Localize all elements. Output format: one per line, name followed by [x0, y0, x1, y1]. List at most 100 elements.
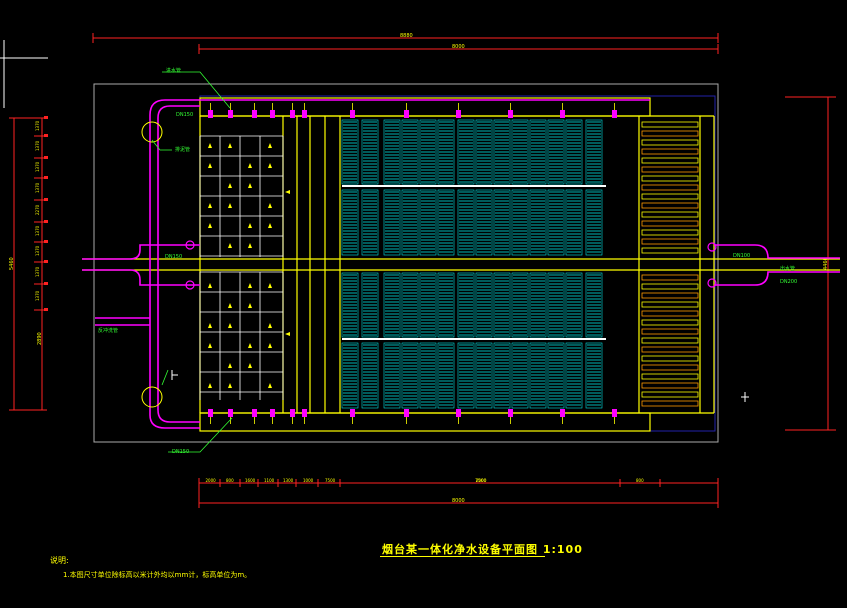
dim-segment-label: 2000: [206, 478, 217, 483]
media-block: [341, 272, 359, 338]
media-block: [383, 189, 401, 256]
nozzle: [302, 110, 307, 118]
nozzle: [290, 110, 295, 118]
flow-arrow: [208, 343, 212, 348]
media-block: [401, 119, 419, 185]
nozzle: [290, 409, 295, 417]
media-block: [529, 272, 547, 338]
note-1: 1.本图尺寸单位除标高以米计外均以mm计，标高单位为m。: [63, 571, 252, 579]
dimension-top: [92, 33, 719, 54]
media-block: [511, 189, 529, 256]
notes-heading: 说明:: [50, 556, 69, 565]
media-block: [493, 342, 511, 409]
media-block: [361, 342, 379, 409]
nozzle: [228, 110, 233, 118]
media-block: [361, 189, 379, 256]
filter-bar: [641, 148, 699, 155]
dim-inner-top: 8000: [452, 44, 465, 50]
media-block: [565, 272, 583, 338]
flow-arrow: [248, 283, 252, 288]
media-block: [419, 342, 437, 409]
flow-arrow: [228, 203, 232, 208]
dim-segment-label: 800: [226, 478, 234, 483]
dim-marker: [44, 156, 48, 159]
filter-bar: [641, 292, 699, 299]
nozzle: [228, 409, 233, 417]
dim-overall-top: 8880: [400, 33, 413, 39]
media-block: [341, 189, 359, 256]
filter-bar: [641, 193, 699, 200]
title-underline: [380, 556, 545, 557]
filter-bar: [641, 391, 699, 398]
flow-arrow: [268, 203, 272, 208]
valve-upper: [141, 121, 163, 143]
callout-dn-upper-left: DN150: [176, 112, 194, 118]
flow-arrow: [268, 283, 272, 288]
dim-segment-label: 1370: [35, 182, 40, 193]
dim-segment-label: 1370: [35, 225, 40, 236]
nozzle: [208, 409, 213, 417]
nozzle: [612, 409, 617, 417]
media-block: [585, 189, 603, 256]
dim-bottom-mid: 7500: [475, 478, 487, 484]
callout-leaders: [151, 71, 233, 453]
nozzle: [560, 409, 565, 417]
media-block: [547, 342, 565, 409]
filter-bar: [641, 400, 699, 407]
inlet-nozzles: [208, 103, 617, 424]
flow-arrow: [208, 283, 212, 288]
filter-bar: [641, 247, 699, 254]
filter-bar: [641, 157, 699, 164]
media-block: [547, 272, 565, 338]
filter-bar: [641, 139, 699, 146]
filter-bar: [641, 382, 699, 389]
flow-arrow: [228, 323, 232, 328]
filter-bar: [641, 346, 699, 353]
flow-arrow: [228, 243, 232, 248]
dim-segment-label: 1300: [283, 478, 294, 483]
media-block: [565, 189, 583, 256]
flow-arrow: [268, 383, 272, 388]
inclined-tube-media: [341, 119, 606, 409]
media-block: [529, 119, 547, 185]
media-block: [493, 119, 511, 185]
dim-marker: [44, 282, 48, 285]
flow-arrow: [285, 332, 290, 336]
dim-overall-bottom: 8000: [452, 498, 465, 504]
media-block: [511, 342, 529, 409]
dim-marker: [44, 176, 48, 179]
dim-segment-label: 1370: [35, 245, 40, 256]
filter-bar: [641, 229, 699, 236]
flow-arrow: [228, 363, 232, 368]
flow-arrow: [228, 183, 232, 188]
dim-segment-label: 1370: [35, 290, 40, 301]
flow-arrow: [208, 163, 212, 168]
filter-bar: [641, 220, 699, 227]
media-block: [547, 189, 565, 256]
nozzle: [252, 409, 257, 417]
dim-marker: [44, 198, 48, 201]
nozzle: [456, 110, 461, 118]
nozzle: [404, 409, 409, 417]
nozzle: [508, 409, 513, 417]
nozzle: [612, 110, 617, 118]
media-block: [419, 119, 437, 185]
media-block: [419, 189, 437, 256]
dim-marker: [44, 116, 48, 119]
filter-bar: [641, 364, 699, 371]
flow-arrow: [248, 163, 252, 168]
flow-arrow: [208, 383, 212, 388]
flow-arrow: [285, 190, 290, 194]
media-block: [585, 342, 603, 409]
flow-arrow: [248, 223, 252, 228]
pipe-elbow-right-bottom: [707, 278, 717, 288]
media-block: [437, 272, 455, 338]
dim-segment-label: 1000: [303, 478, 314, 483]
filter-bar: [641, 283, 699, 290]
site-boundary: [93, 83, 719, 443]
flow-arrow: [208, 143, 212, 148]
flow-arrow: [248, 303, 252, 308]
media-block: [585, 119, 603, 185]
nozzle: [350, 110, 355, 118]
media-block: [361, 272, 379, 338]
